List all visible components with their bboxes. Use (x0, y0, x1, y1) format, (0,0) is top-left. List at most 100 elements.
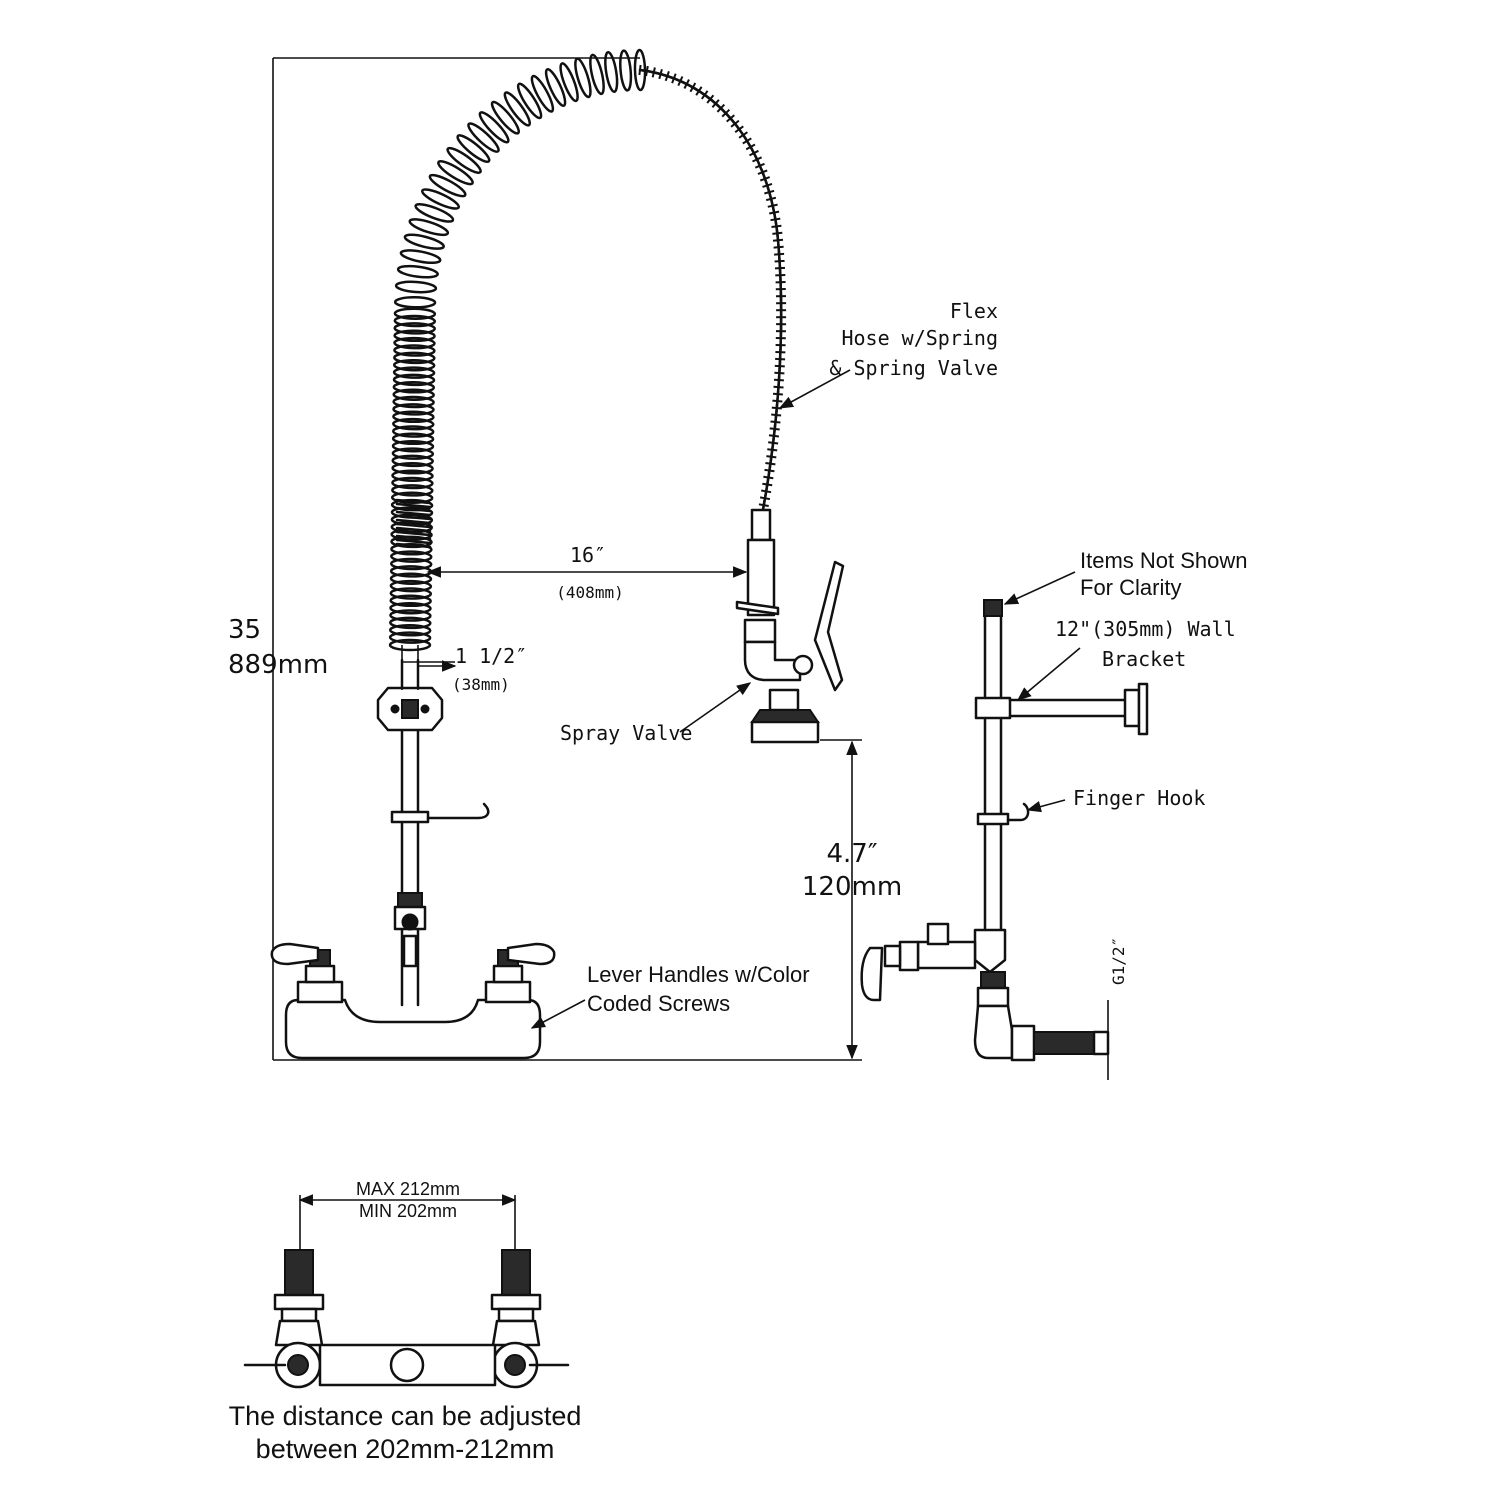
side-view (860, 599, 1149, 1080)
spring-coil-turn (391, 469, 434, 482)
spring-coil-turn (392, 417, 435, 431)
spring-coil-turn (428, 173, 467, 198)
spring-coil-turn (467, 122, 500, 153)
flex-hose-label-line1: Flex (950, 299, 998, 323)
spring-coil-turn (391, 432, 435, 446)
pipe-diameter-mm-label: (38mm) (452, 675, 510, 694)
hose-rib (770, 217, 781, 222)
spring-coil-turn (530, 74, 555, 113)
spring-dense-turn (395, 534, 432, 541)
spring-coil-turn (390, 550, 433, 563)
leader-lines (530, 369, 1081, 1029)
hose-rib (759, 176, 771, 182)
hose-rib (771, 224, 782, 228)
spring-coil-turn (389, 579, 433, 593)
hose-rib (775, 357, 786, 361)
spring-coil-turn (389, 572, 433, 585)
spring-coil-turn (392, 395, 435, 409)
hose-rib (757, 169, 768, 175)
hose-rib (772, 238, 784, 242)
spring-coil-turn (389, 557, 433, 571)
spring-coil-turn (392, 366, 436, 379)
spring-coil-turn (574, 57, 592, 99)
spring-coil-turn (393, 344, 436, 357)
spring-coil-turn (619, 49, 633, 92)
spring-coil-turn (393, 307, 437, 320)
side-valve-body (860, 922, 1007, 1002)
spray-valve-label: Spray Valve (560, 721, 692, 745)
hose-rib (761, 489, 772, 494)
pre-rinse-spring-coil (388, 48, 647, 652)
spring-dense-turn (395, 506, 432, 513)
riser-wall-bracket (376, 686, 444, 732)
spring-dense-turn (395, 498, 432, 505)
spout-height-inches-label: 4.7″ (826, 839, 877, 869)
wall-bracket-label-line2: Bracket (1102, 647, 1186, 671)
spring-coil-turn (392, 410, 435, 424)
spring-coil-turn (390, 491, 434, 504)
hose-rib (695, 86, 703, 96)
reach-mm-label: (408mm) (556, 583, 623, 602)
hose-rib (749, 149, 759, 157)
pipe-diameter-inches-label: 1 1/2″ (455, 644, 527, 668)
hose-rib (772, 231, 783, 235)
wall-bracket-label-line1: 12"(305mm) Wall (1055, 617, 1236, 641)
hose-rib (772, 392, 783, 396)
hose-rib (771, 413, 782, 417)
height-mm-label: 889mm (228, 650, 328, 680)
spring-coil-turn (393, 322, 436, 335)
spring-coil-turn (391, 439, 435, 453)
spring-coil-turn (414, 203, 455, 223)
hose-rib (774, 371, 785, 375)
text-labels: Flex Hose w/Spring & Spring Valve 16″ (4… (228, 299, 1248, 1464)
hose-rib (763, 475, 774, 480)
hose-rib (774, 266, 786, 270)
spring-coil-turn (391, 462, 434, 475)
spring-coil-turn (408, 218, 450, 237)
spring-dense-turn (395, 502, 432, 509)
spring-coil-turn (589, 53, 605, 96)
hose-rib (773, 245, 784, 249)
spring-coil-turn (393, 314, 437, 328)
max-distance-label: MAX 212mm (356, 1179, 460, 1199)
spring-coil-turn (388, 631, 432, 644)
hose-rib (774, 364, 785, 368)
finger-hook-label: Finger Hook (1073, 786, 1205, 810)
spring-coil-turn (388, 624, 432, 637)
spring-coil-turn (392, 388, 435, 401)
hose-rib (770, 420, 781, 424)
spring-dense-turn (395, 522, 432, 529)
min-distance-label: MIN 202mm (359, 1201, 457, 1221)
spring-coil-turn (403, 233, 445, 250)
spring-coil-turn (392, 403, 435, 416)
spring-coil-turn (393, 329, 436, 343)
hose-rib (772, 399, 783, 403)
hose-rib (651, 67, 656, 78)
hose-rib (689, 82, 697, 93)
hose-rib (774, 259, 785, 263)
height-inches-label: 35 (228, 615, 261, 645)
hose-rib (711, 99, 720, 108)
lever-handles-label-line1: Lever Handles w/Color (587, 962, 810, 987)
riser-valve (393, 892, 427, 968)
riser-finger-hook (390, 802, 490, 824)
flex-hose-label-line3: & Spring Valve (829, 356, 998, 380)
hose-rib (762, 182, 773, 188)
hose-rib (768, 434, 780, 438)
spring-coil-turn (389, 601, 432, 615)
hose-rib (754, 162, 765, 169)
flex-hose (638, 64, 787, 517)
spring-coil-turn (396, 264, 439, 279)
items-not-shown-line1: Items Not Shown (1080, 548, 1248, 573)
inlet-spacing-detail (243, 1194, 570, 1389)
spring-coil-turn (490, 100, 521, 135)
hose-rib (716, 103, 726, 113)
hose-rib (638, 64, 642, 76)
hose-rib (769, 427, 780, 431)
hose-rib (759, 496, 771, 501)
hose-rib (745, 143, 756, 151)
spring-dense-turn (395, 514, 432, 521)
spring-coil-turn (503, 91, 532, 127)
spring-coil-turn (392, 358, 436, 372)
pipe-diameter-dimension (401, 645, 457, 690)
